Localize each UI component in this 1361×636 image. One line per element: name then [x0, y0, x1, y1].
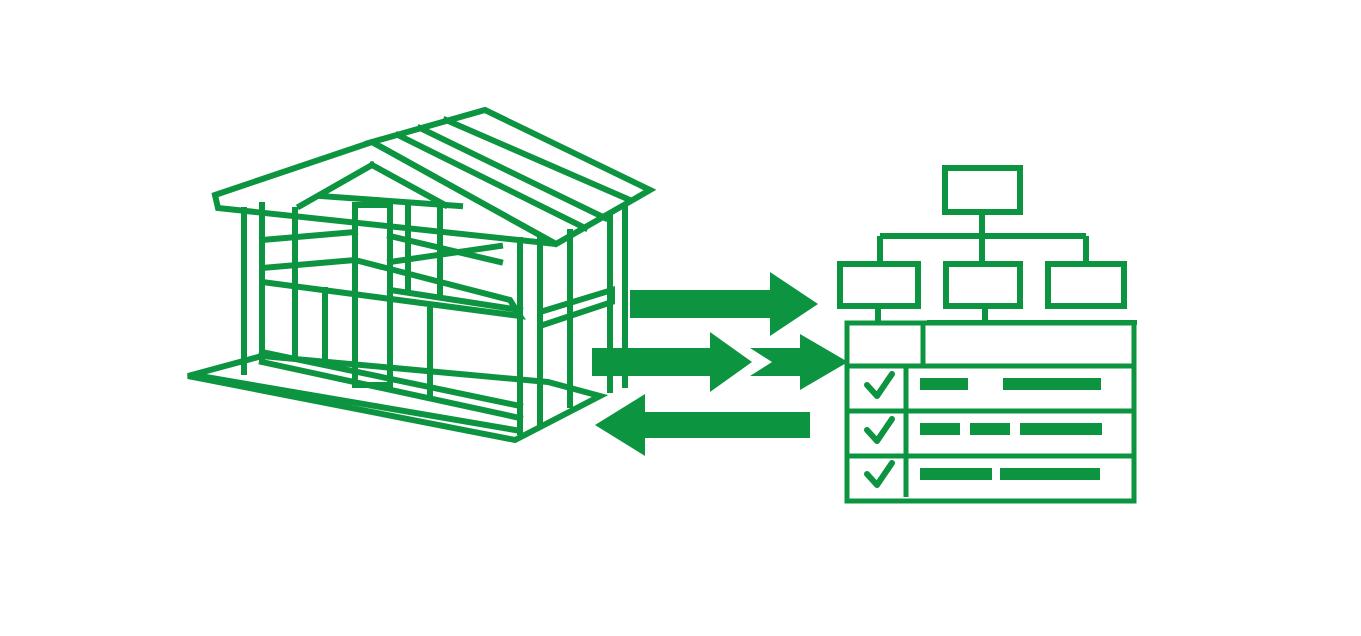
- arrow-left-bottom: [595, 394, 810, 456]
- row-bar: [920, 423, 960, 435]
- row-bar: [920, 468, 992, 480]
- row-bar: [1003, 378, 1101, 390]
- org-chart-icon: [837, 165, 1127, 322]
- arrows-group: [592, 272, 848, 456]
- check-icon: [864, 460, 895, 488]
- house-frame-icon: [187, 106, 657, 444]
- row-bar: [1000, 468, 1100, 480]
- check-icon: [864, 371, 895, 399]
- row-bar: [970, 423, 1010, 435]
- arrow-right-middle-left: [592, 332, 752, 392]
- checklist-table-icon: [844, 320, 1137, 504]
- check-icon: [864, 416, 895, 444]
- arrow-right-middle-right: [750, 334, 848, 390]
- row-bar: [920, 378, 968, 390]
- arrow-right-top: [630, 272, 818, 336]
- row-bar: [1020, 423, 1102, 435]
